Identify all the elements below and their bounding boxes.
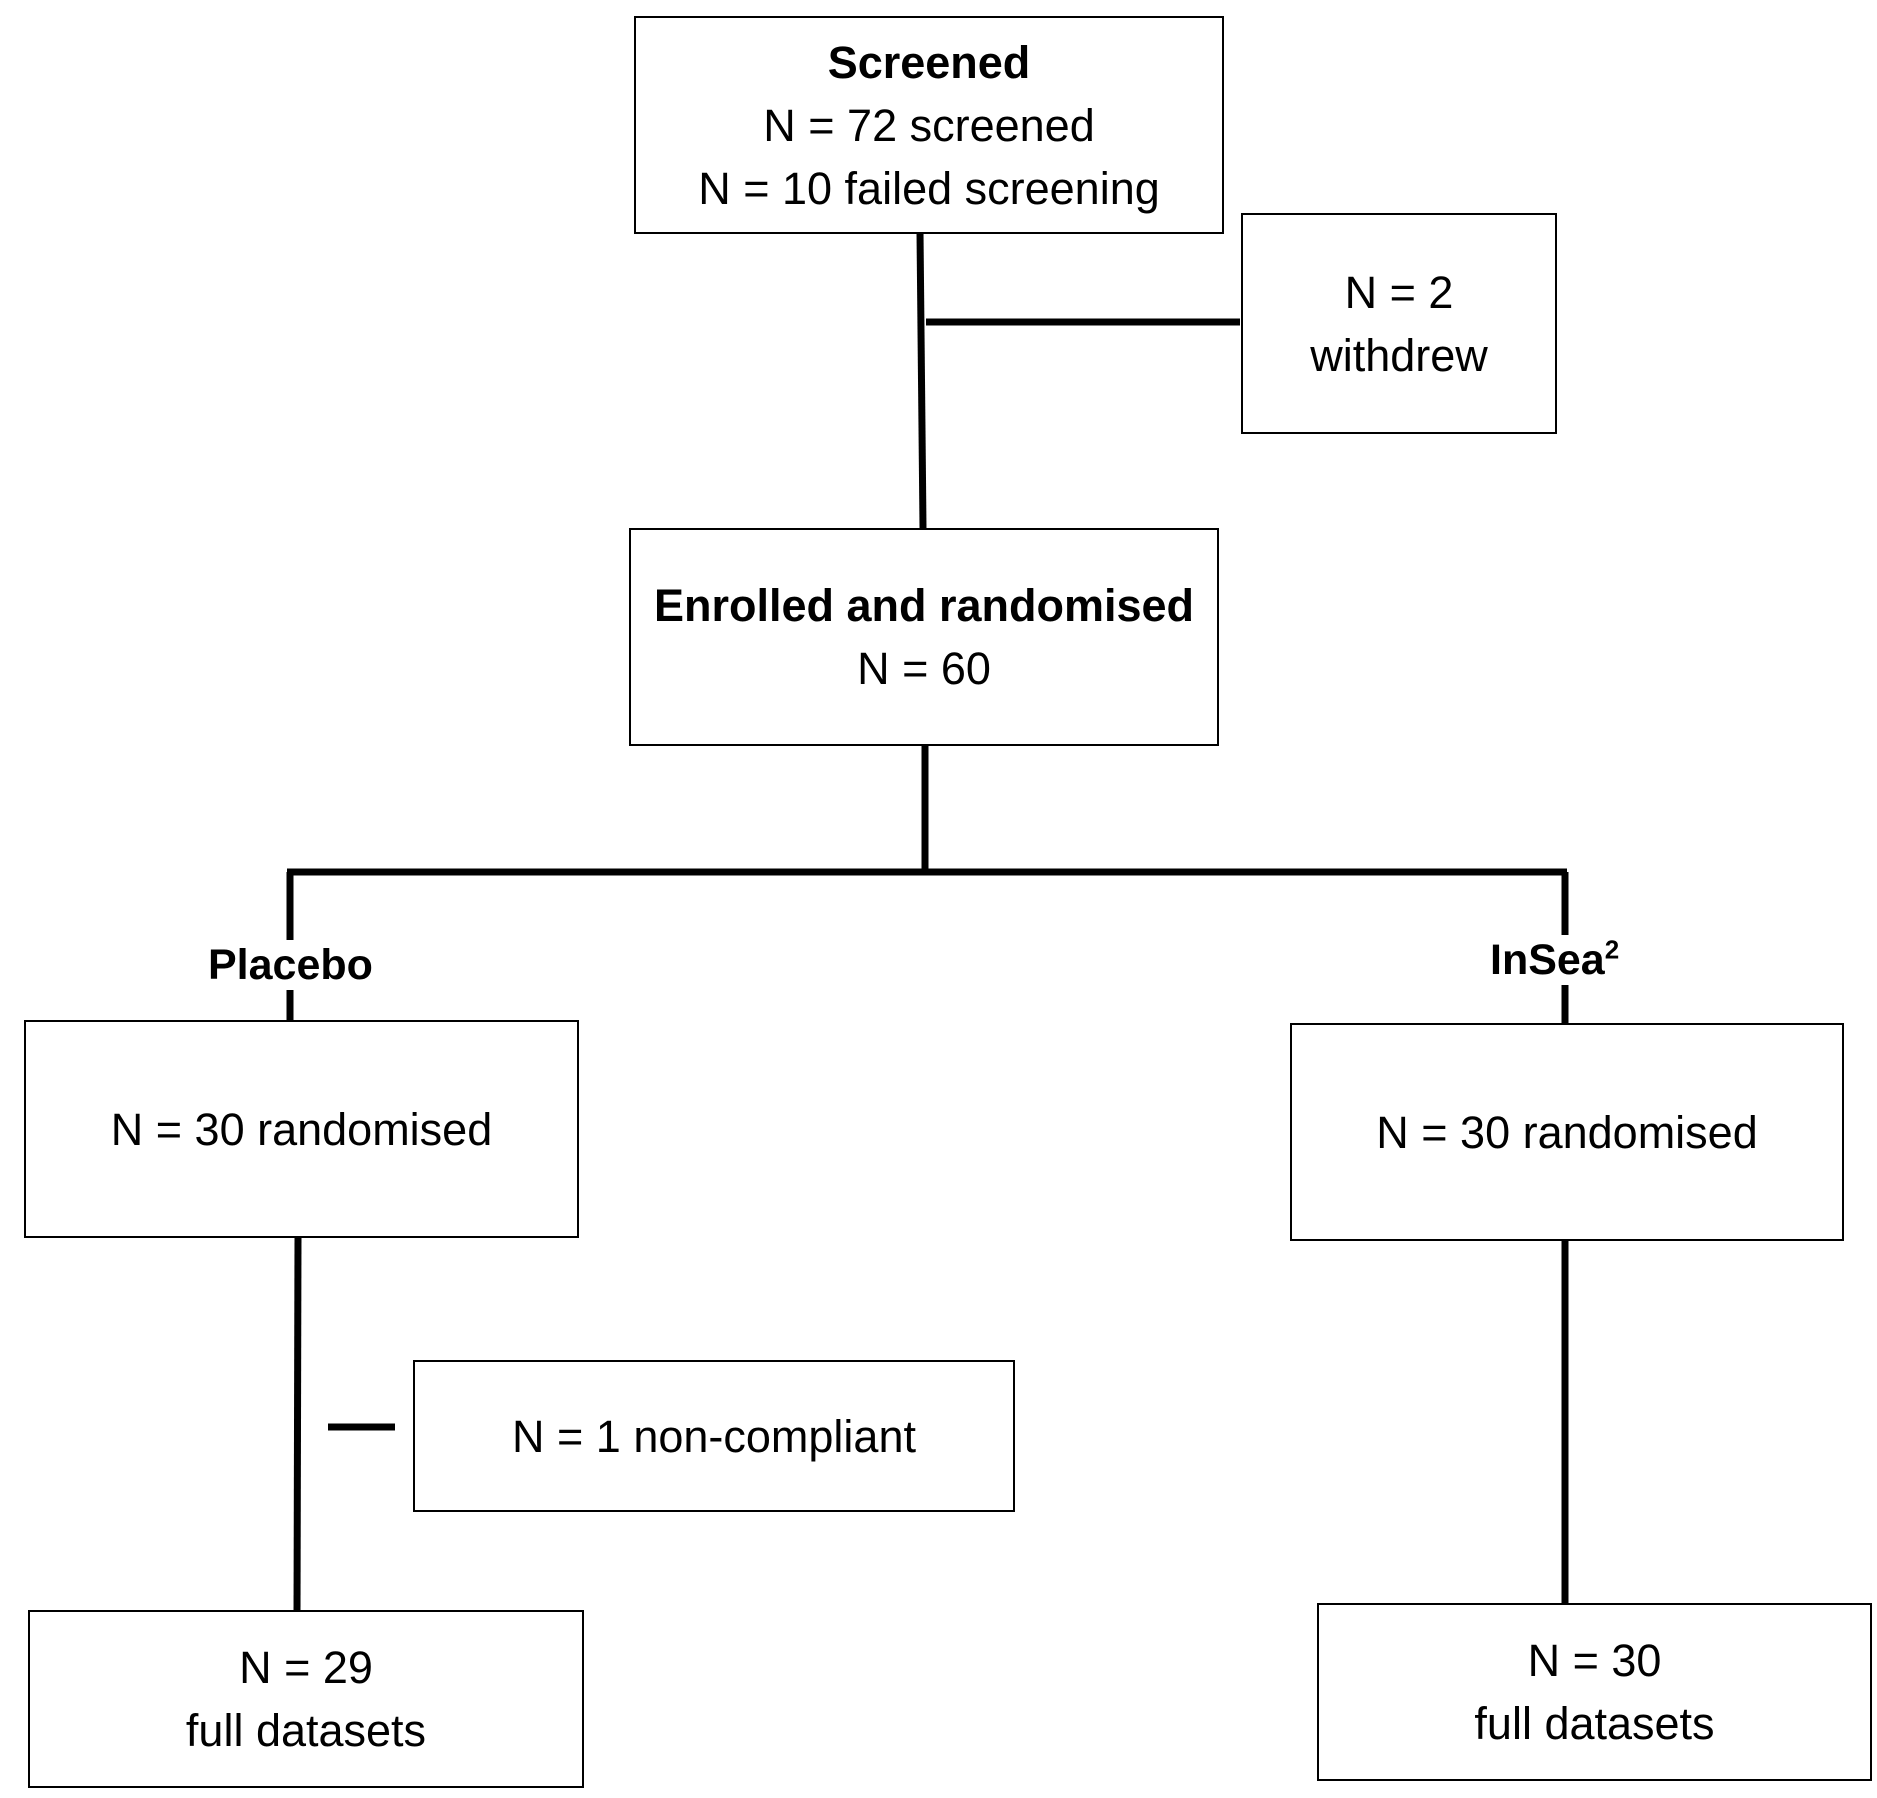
withdrew-count: N = 2 — [1344, 266, 1454, 318]
placebo-final-count: N = 29 — [239, 1642, 373, 1693]
screened-title: Screened — [827, 36, 1031, 88]
placebo-randomised-count: N = 30 randomised — [110, 1103, 493, 1155]
insea-arm-label-text: InSea — [1490, 936, 1605, 984]
placebo-randomised-box: N = 30 randomised — [24, 1020, 579, 1238]
enrolled-box: Enrolled and randomised N = 60 — [629, 528, 1219, 746]
insea-final-count: N = 30 — [1527, 1635, 1662, 1686]
insea-randomised-box: N = 30 randomised — [1290, 1023, 1844, 1241]
screened-box: Screened N = 72 screened N = 10 failed s… — [634, 16, 1224, 234]
screened-count: N = 72 screened — [763, 99, 1095, 151]
enrolled-count: N = 60 — [857, 643, 991, 694]
placebo-arm-label-text: Placebo — [208, 941, 373, 989]
connector-screened-to-enrolled — [916, 231, 927, 529]
insea-final-label: full datasets — [1474, 1698, 1715, 1749]
enrolled-title: Enrolled and randomised — [653, 580, 1195, 631]
noncompliant-box: N = 1 non-compliant — [413, 1360, 1015, 1512]
noncompliant-count: N = 1 non-compliant — [512, 1410, 916, 1462]
insea-randomised-count: N = 30 randomised — [1376, 1106, 1758, 1158]
placebo-final-box: N = 29 full datasets — [28, 1610, 584, 1788]
withdrew-box: N = 2 withdrew — [1241, 213, 1557, 434]
insea-arm-label: InSea2 — [1490, 934, 1620, 985]
placebo-final-label: full datasets — [185, 1705, 427, 1756]
connector-placebo-to-final — [293, 1236, 302, 1615]
screened-failed-count: N = 10 failed screening — [698, 162, 1160, 214]
insea-final-box: N = 30 full datasets — [1317, 1603, 1872, 1781]
withdrew-label: withdrew — [1310, 329, 1488, 381]
placebo-arm-label: Placebo — [208, 940, 373, 990]
insea-arm-label-superscript: 2 — [1604, 934, 1620, 965]
